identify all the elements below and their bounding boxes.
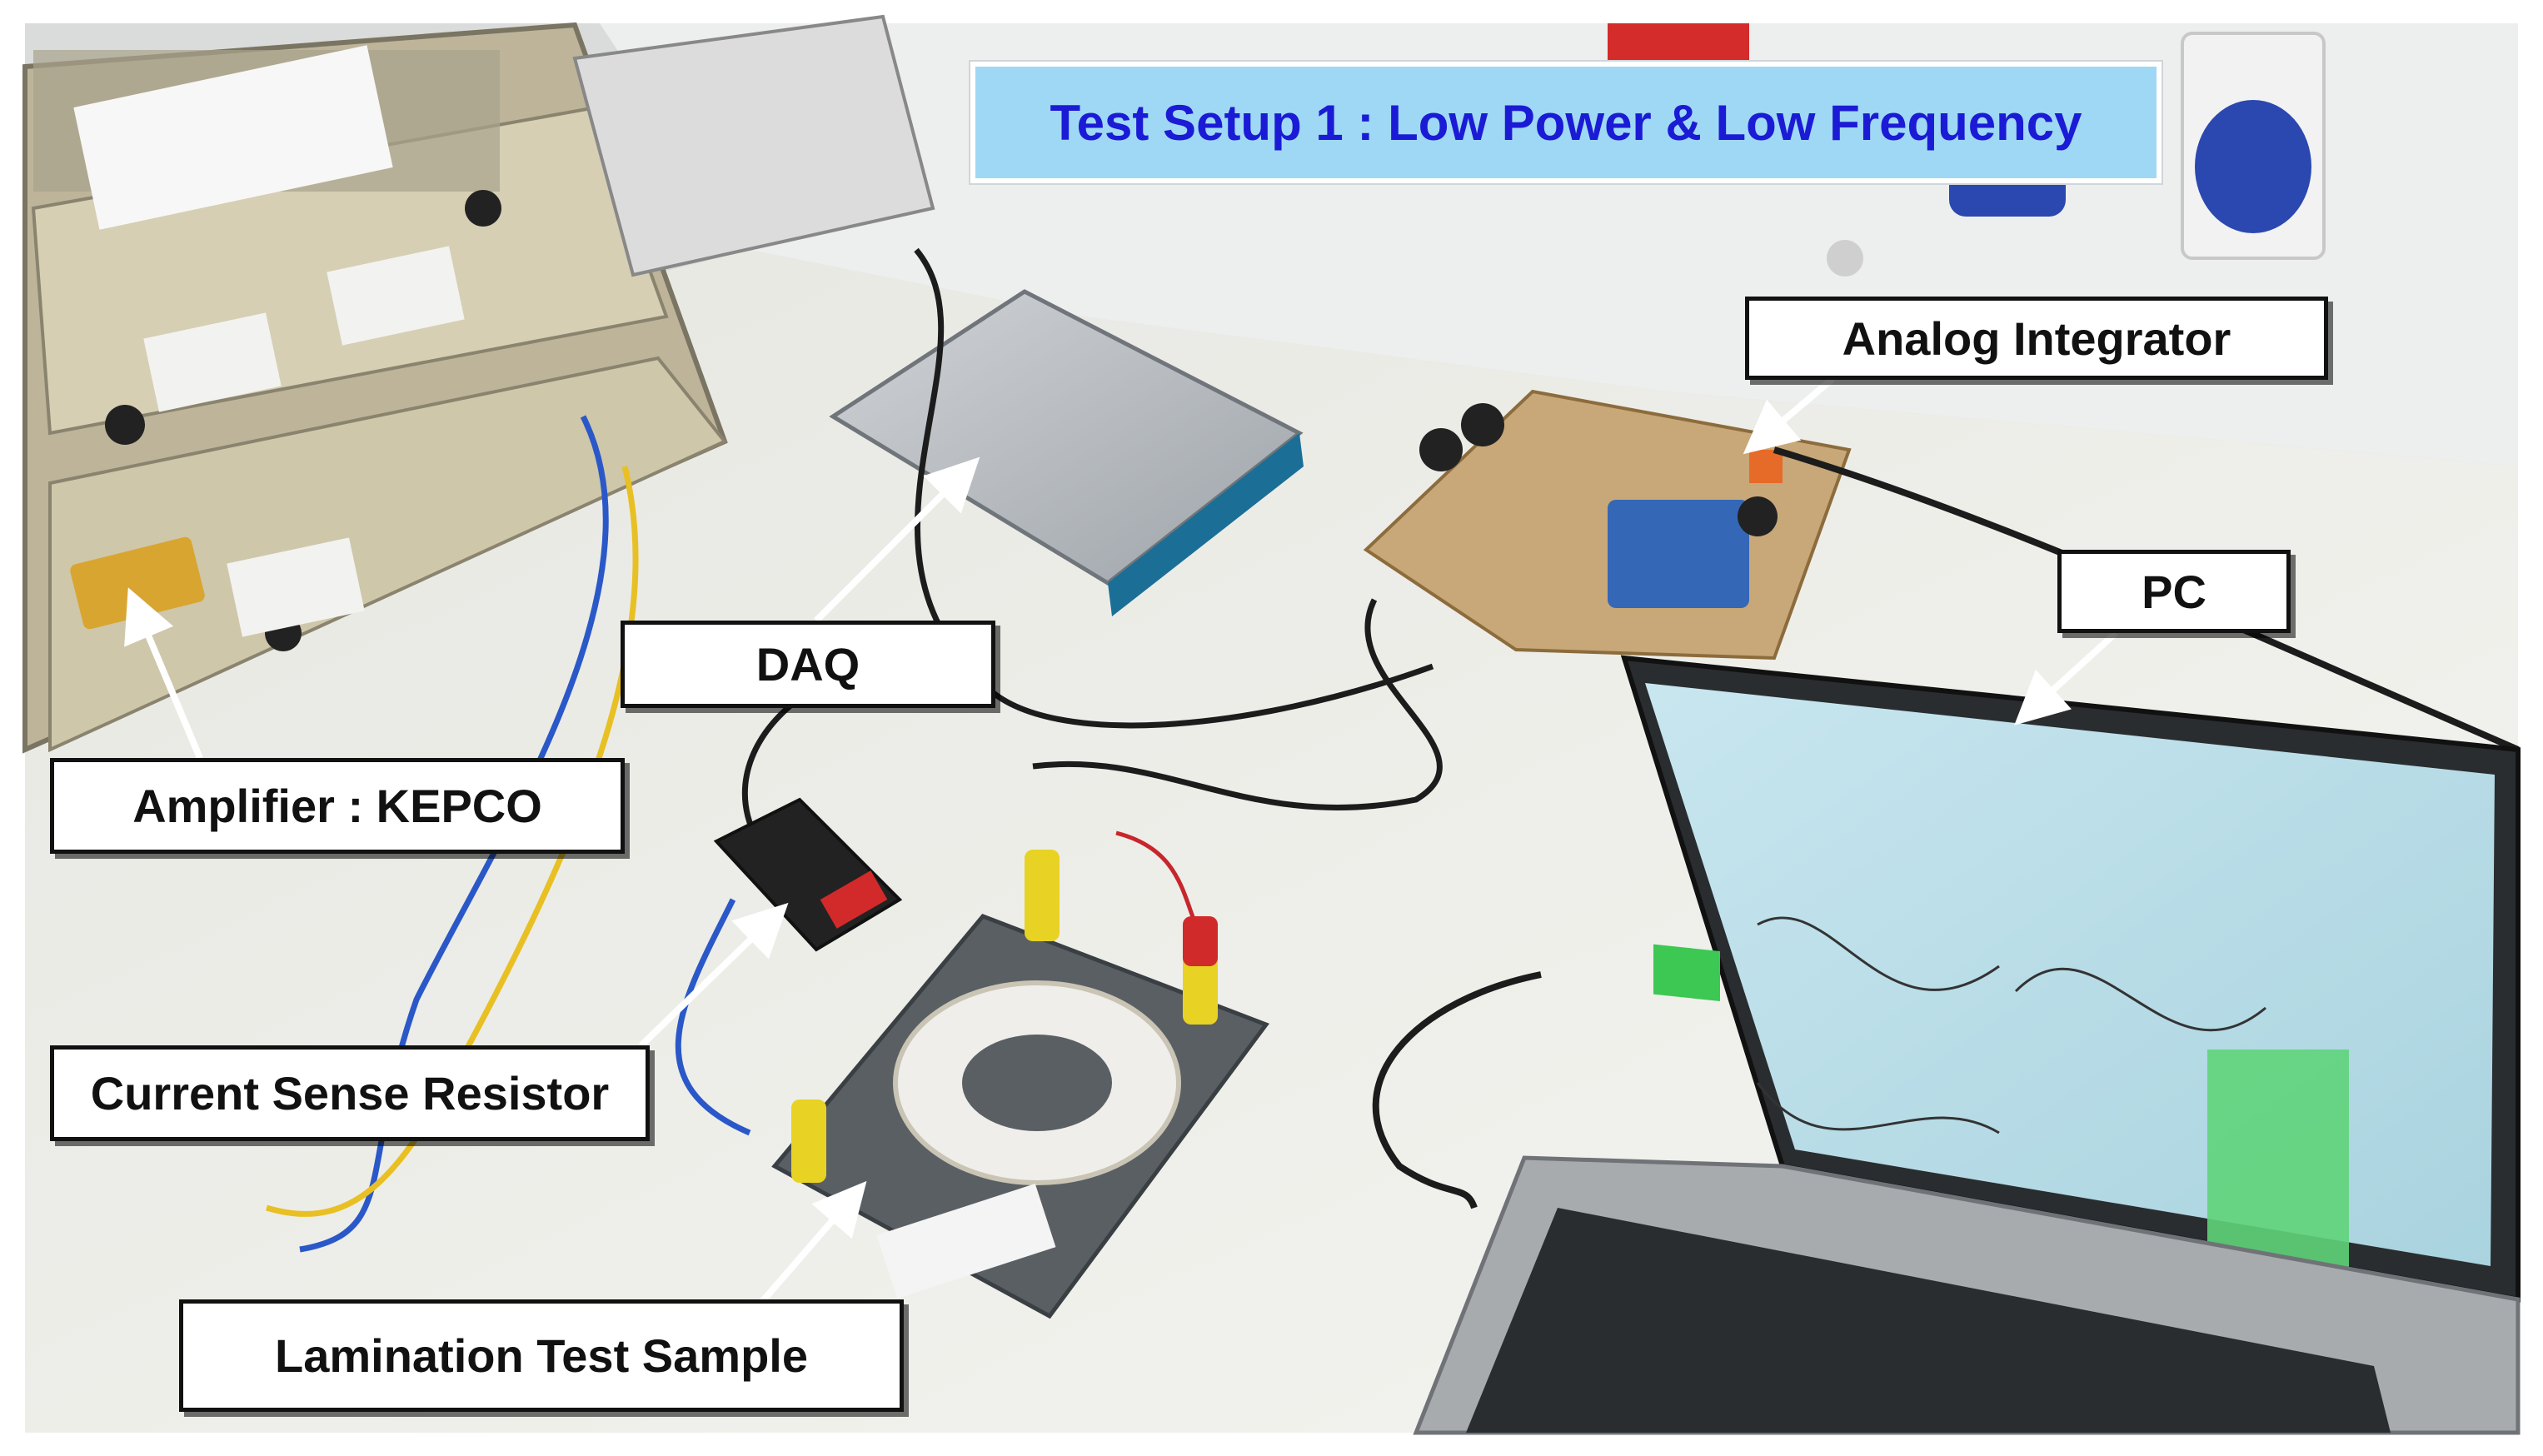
integrator-cap-3 (1738, 496, 1778, 536)
label-lamination-test-sample: Lamination Test Sample (179, 1299, 904, 1412)
label-analog-integrator: Analog Integrator (1745, 297, 2328, 380)
arrow-pc (2014, 631, 2118, 726)
arrow-current-sense-resistor (639, 902, 789, 1048)
label-current-sense-resistor: Current Sense Resistor (50, 1045, 650, 1141)
label-pc: PC (2057, 550, 2291, 633)
terminal-yellow-3 (791, 1099, 826, 1183)
amplifier-meter-2 (327, 246, 465, 346)
daq-front (1108, 433, 1304, 616)
integrator-transformer (1608, 500, 1749, 608)
cable-blue-2 (675, 898, 751, 1136)
arrow-amplifier (124, 587, 203, 760)
label-daq: DAQ (621, 621, 995, 708)
amplifier-meter-3 (227, 537, 365, 637)
laptop-keyboard (1466, 1208, 2391, 1433)
integrator-cap-1 (1419, 428, 1463, 471)
sample-tag (876, 1184, 1056, 1299)
screen-plot-3 (1756, 1082, 2000, 1134)
screen-plot-2 (2014, 967, 2266, 1032)
arrow-lamination-sample (746, 1180, 867, 1319)
integrator-terminal (1749, 450, 1783, 483)
amplifier-paper (73, 45, 393, 230)
screen-plot-1 (1757, 916, 2000, 991)
terminal-yellow-1 (1025, 850, 1060, 941)
screen-green-button (1653, 944, 1720, 1002)
amplifier-knob-2 (105, 405, 145, 445)
label-amplifier: Amplifier : KEPCO (50, 758, 625, 854)
arrow-analog-integrator (1743, 376, 1835, 455)
wall-button (1827, 240, 1863, 277)
integrator-cap-2 (1461, 403, 1504, 446)
amplifier-knob-1 (465, 190, 501, 227)
arrow-daq (814, 456, 980, 623)
cable-yellow-1 (265, 466, 639, 1217)
cable-pc-power (1372, 971, 1542, 1209)
cable-black-2 (1032, 598, 1443, 811)
amplifier-lower-panel (48, 356, 728, 753)
title-banner: Test Setup 1 : Low Power & Low Frequency (970, 62, 2162, 183)
wall-socket-blue (2195, 100, 2311, 233)
function-generator (572, 14, 935, 277)
toroid-hole (962, 1035, 1112, 1131)
resistor-label (820, 870, 888, 929)
cable-blue-1 (299, 415, 609, 1253)
amplifier-meter-1 (143, 312, 282, 412)
terminal-red-1 (1183, 916, 1218, 966)
